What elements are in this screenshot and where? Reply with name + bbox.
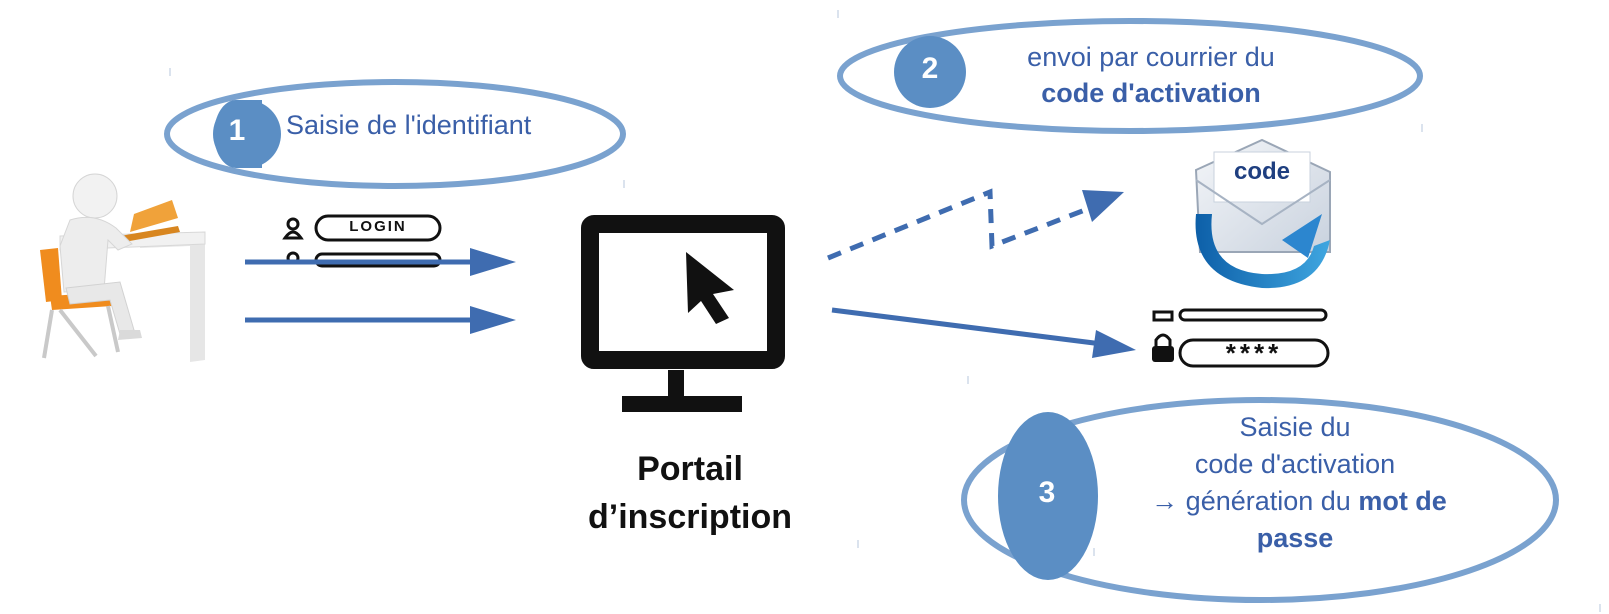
step-2-line1: envoi par courrier du [1027, 42, 1275, 72]
envelope-code-icon [1194, 138, 1331, 289]
arrow-to-password [831, 307, 1136, 358]
step-3-bubble [961, 397, 1559, 603]
password-field-text: **** [1225, 338, 1283, 368]
step-3-number: 3 [1038, 476, 1056, 509]
lock-icon [1152, 333, 1174, 362]
step-2-line2: code d'activation [1041, 78, 1261, 108]
arrows-to-portal [245, 248, 516, 334]
step-3-line3: → génération du mot de [1094, 486, 1504, 517]
step-2-badge [894, 36, 966, 108]
step-1-label: Saisie de l'identifiant [286, 110, 532, 140]
user-icon [282, 217, 304, 240]
step-3-line4: passe [1256, 523, 1334, 553]
step-2-number: 2 [921, 52, 939, 85]
login-field-text: LOGIN [349, 218, 407, 235]
step-3-ellipse [961, 397, 1559, 603]
step-2-bubble [837, 18, 1423, 134]
step-1-number: 1 [228, 114, 246, 147]
password-field [1178, 338, 1330, 368]
dashed-arrow-to-mail [827, 188, 1124, 261]
monitor-cursor-icon [581, 215, 785, 412]
user-at-desk-icon [40, 173, 206, 362]
step-3-line2: code d'activation [1194, 449, 1396, 479]
decorative-ticks [169, 10, 1601, 612]
step-1-ellipse [164, 79, 626, 189]
login-field [314, 214, 442, 242]
login-widget-left [282, 214, 442, 268]
step-3-badge [998, 412, 1098, 580]
portal-title-line2: d’inscription [588, 498, 792, 536]
step-3-line1: Saisie du [1239, 412, 1351, 442]
step-2-ellipse [837, 18, 1423, 134]
step-3-line3-bold: mot de [1358, 486, 1447, 516]
login-widget-right [1152, 308, 1330, 368]
portal-title-line1: Portail [637, 450, 743, 488]
envelope-code-label: code [1233, 158, 1290, 185]
step-1-bubble [164, 79, 626, 189]
step-3-line3-text: → génération du [1151, 486, 1359, 516]
